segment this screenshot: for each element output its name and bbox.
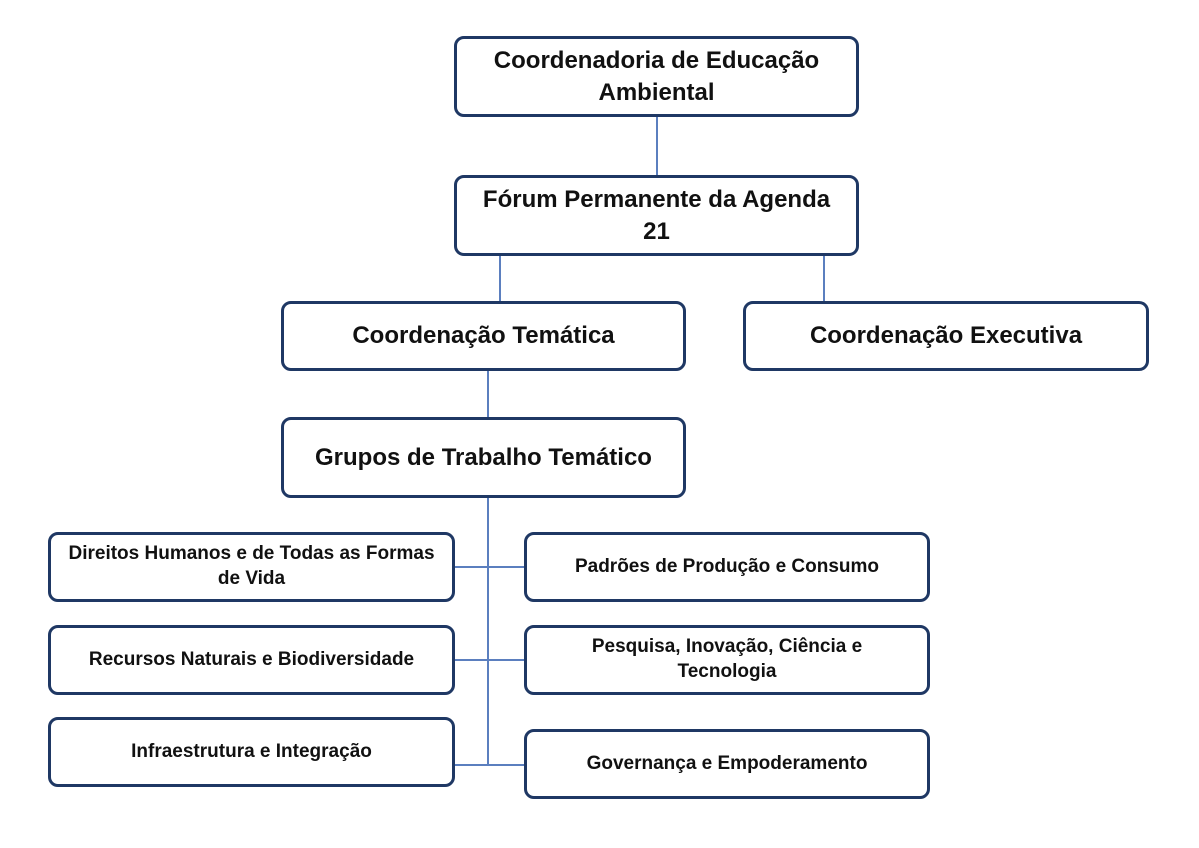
node-coordenacao-tematica-label: Coordenação Temática [352,322,615,350]
node-item-padroes-producao-label: Padrões de Produção e Consumo [574,555,880,577]
node-forum: Fórum Permanente da Agenda 21 [454,175,859,256]
node-coordenacao-executiva-label: Coordenação Executiva [809,322,1083,350]
node-item-governanca-label: Governança e Empoderamento [586,752,868,774]
node-item-direitos-humanos: Direitos Humanos e de Todas as Formas de… [48,532,455,602]
node-forum-label: Fórum Permanente da Agenda 21 [482,186,831,245]
node-item-infraestrutura-label: Infraestrutura e Integração [131,740,372,762]
node-item-recursos-naturais: Recursos Naturais e Biodiversidade [48,625,455,695]
node-item-governanca: Governança e Empoderamento [524,729,930,799]
node-grupos-trabalho: Grupos de Trabalho Temático [281,417,686,498]
node-grupos-trabalho-label: Grupos de Trabalho Temático [315,443,652,471]
node-item-recursos-naturais-label: Recursos Naturais e Biodiversidade [88,648,415,670]
node-item-pesquisa-inovacao-label: Pesquisa, Inovação, Ciência e Tecnologia [591,636,863,682]
node-coordenacao-executiva: Coordenação Executiva [743,301,1149,371]
node-item-pesquisa-inovacao: Pesquisa, Inovação, Ciência e Tecnologia [524,625,930,695]
node-coordenacao-tematica: Coordenação Temática [281,301,686,371]
node-item-direitos-humanos-label: Direitos Humanos e de Todas as Formas de… [68,543,435,589]
node-coordenadoria-label: Coordenadoria de Educação Ambiental [493,47,820,106]
node-item-infraestrutura: Infraestrutura e Integração [48,717,455,787]
node-coordenadoria: Coordenadoria de Educação Ambiental [454,36,859,117]
node-item-padroes-producao: Padrões de Produção e Consumo [524,532,930,602]
